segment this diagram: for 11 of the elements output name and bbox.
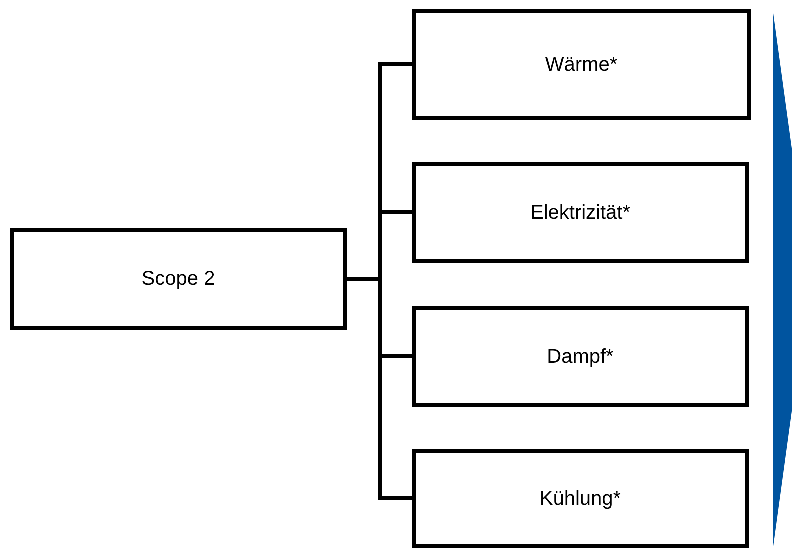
process-box	[412, 162, 749, 263]
process-box	[412, 306, 749, 407]
box-label: Kühlung*	[540, 486, 622, 512]
process-box	[10, 228, 347, 330]
box-label: Scope 2	[142, 267, 216, 292]
box-label: Dampf*	[547, 344, 614, 370]
box-label: Elektrizität*	[530, 200, 631, 226]
connector-line	[347, 277, 412, 500]
box-label: Wärme*	[545, 52, 618, 78]
process-box	[412, 9, 751, 120]
process-box	[412, 449, 749, 548]
